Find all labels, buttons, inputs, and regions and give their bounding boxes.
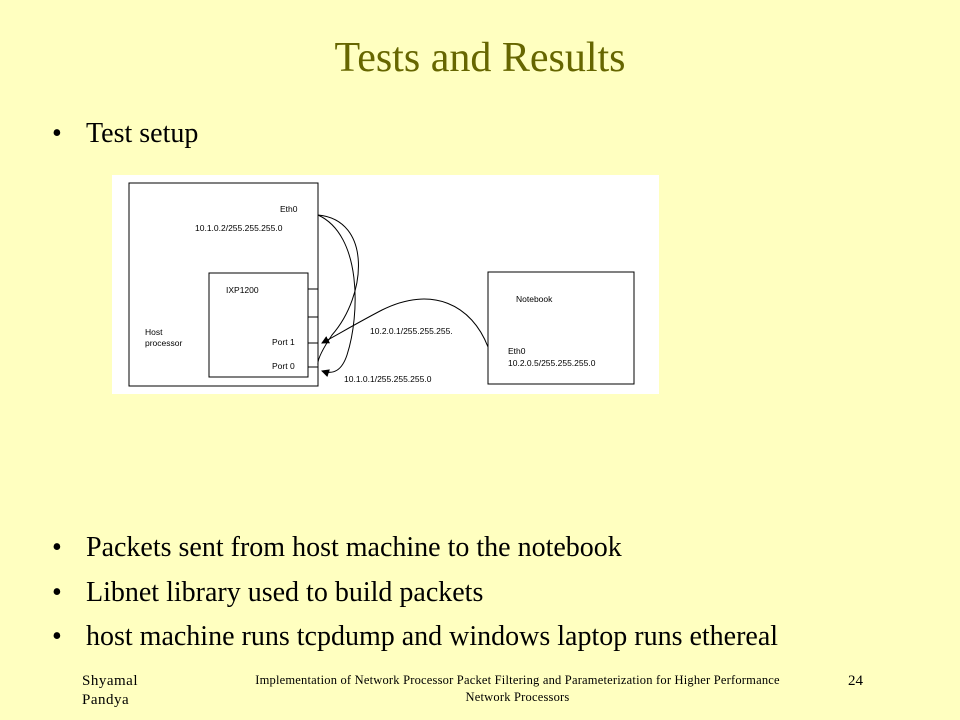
eth0-cable — [317, 214, 359, 366]
notebook-label: Notebook — [516, 294, 553, 304]
ixp1200-box — [208, 272, 309, 378]
bullet-packets-sent: • Packets sent from host machine to the … — [52, 532, 622, 564]
bullet-glyph: • — [52, 532, 62, 563]
host-processor-box — [128, 182, 319, 387]
footer-title: Implementation of Network Processor Pack… — [255, 673, 780, 704]
footer-author: Shyamal Pandya — [82, 673, 138, 708]
link-port0-ip: 10.1.0.1/255.255.255.0 — [344, 374, 432, 384]
notebook-eth0-ip: 10.2.0.5/255.255.255.0 — [508, 358, 596, 368]
bullet-glyph: • — [52, 621, 62, 652]
host-eth0-label: Eth0 — [280, 204, 298, 214]
host-eth0-ip: 10.1.0.2/255.255.255.0 — [195, 223, 283, 233]
ixp1200-label: IXP1200 — [226, 285, 259, 295]
bullet-text: Test setup — [86, 118, 199, 149]
bullet-tcpdump: • host machine runs tcpdump and windows … — [52, 621, 778, 653]
bullet-libnet: • Libnet library used to build packets — [52, 577, 483, 609]
host-label-line2: processor — [145, 338, 182, 348]
port1-label: Port 1 — [272, 337, 295, 347]
notebook-box — [487, 271, 635, 385]
page-number: 24 — [848, 673, 863, 689]
bullet-glyph: • — [52, 577, 62, 608]
bullet-text: Libnet library used to build packets — [86, 577, 484, 608]
bullet-text: host machine runs tcpdump and windows la… — [86, 621, 779, 652]
bullet-test-setup: • Test setup — [52, 118, 198, 150]
host-label-line1: Host — [145, 327, 163, 337]
notebook-cable — [321, 298, 489, 348]
slide-title: Tests and Results — [334, 35, 626, 81]
notebook-eth0-label: Eth0 — [508, 346, 526, 356]
bullet-glyph: • — [52, 118, 62, 149]
port0-label: Port 0 — [272, 361, 295, 371]
eth0-cable-loop — [317, 214, 356, 378]
network-diagram: Eth0 10.1.0.2/255.255.255.0 IXP1200 Host… — [112, 175, 659, 394]
bullet-text: Packets sent from host machine to the no… — [86, 532, 622, 563]
link-port1-ip: 10.2.0.1/255.255.255. — [370, 326, 453, 336]
